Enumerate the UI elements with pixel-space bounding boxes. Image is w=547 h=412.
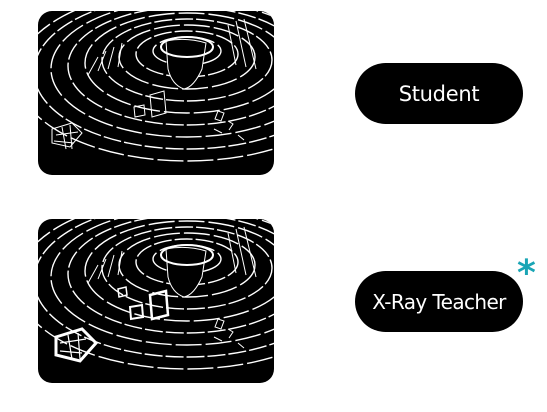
scan-ring [118,24,256,90]
student-label-pill: Student [355,63,523,124]
scan-ring [118,232,256,298]
scan-ring [84,220,274,322]
scan-ring [135,30,239,78]
teacher-marker: * [517,253,536,294]
scan-ring [67,219,274,334]
scan-ring [67,11,274,126]
teacher-label-pill: X-Ray Teacher [355,271,523,332]
scan-ring [50,11,274,138]
scan-ring [135,238,239,286]
sensor-shadow [160,244,214,298]
student-lidar-scan-image [38,11,274,175]
sensor-shadow [160,36,214,90]
teacher-label: X-Ray Teacher [372,289,506,314]
teacher-lidar-scan-image [38,219,274,383]
scan-rings [38,11,274,162]
student-label: Student [398,81,480,106]
scan-ring [50,219,274,346]
scan-ring [38,219,274,358]
highlighted-objects [54,226,257,363]
scan-ring [38,11,274,150]
ground-clutter [51,18,257,150]
scan-ring [84,12,274,114]
